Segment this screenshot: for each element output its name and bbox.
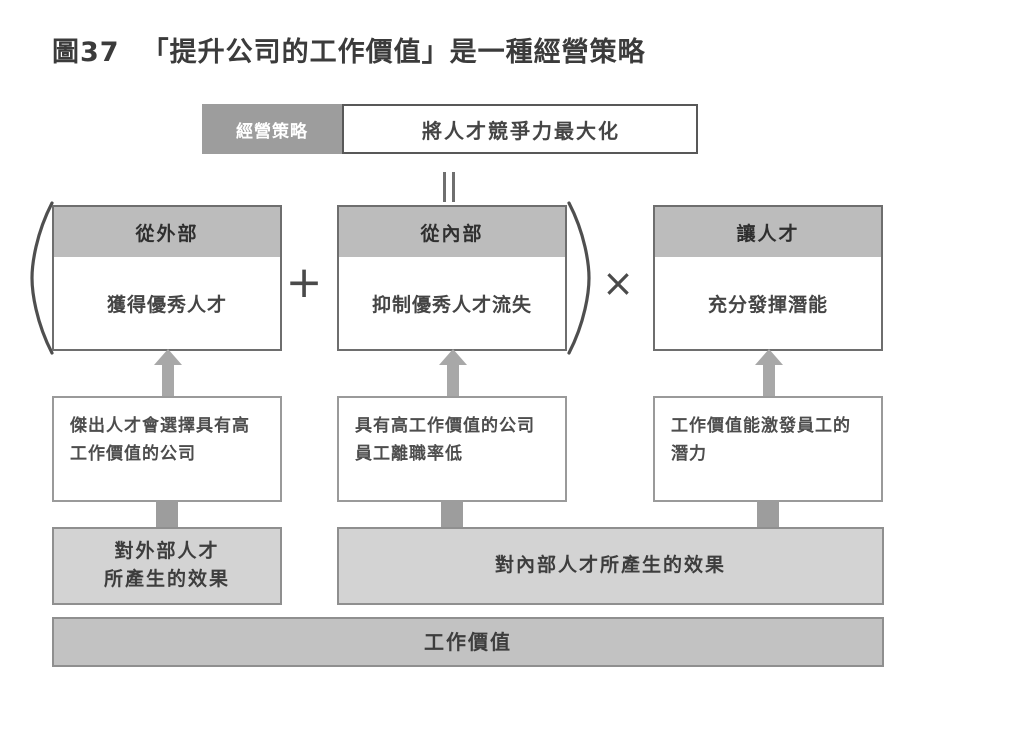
- page-title: 圖37 「提升公司的工作價值」是一種經營策略: [52, 30, 646, 69]
- equals-sign-stroke-left: [443, 172, 446, 202]
- pillar-header-potential: 讓人才: [655, 207, 881, 257]
- pillar-header-external: 從外部: [54, 207, 280, 257]
- figure-title-text: 「提升公司的工作價值」是一種經營策略: [141, 37, 646, 68]
- times-operator-icon: ×: [602, 261, 634, 305]
- reason-box-internal: 具有高工作價值的公司員工離職率低: [337, 396, 567, 502]
- effect-bar-external: 對外部人才 所產生的效果: [52, 527, 282, 605]
- effect-bar-internal-label: 對內部人才所產生的效果: [494, 554, 726, 577]
- arrow-up-icon-external: [154, 349, 182, 399]
- foundation-bar: 工作價值: [52, 617, 884, 667]
- pillar-body-external: 獲得優秀人才: [106, 293, 227, 316]
- reason-box-potential: 工作價值能激發員工的潛力: [653, 396, 883, 502]
- plus-operator-icon: +: [285, 257, 323, 308]
- paren-close-icon: [567, 201, 591, 355]
- effect-bar-external-label: 對外部人才 所產生的效果: [103, 540, 230, 590]
- pillar-body-internal: 抑制優秀人才流失: [371, 293, 532, 316]
- strategy-value: 將人才競爭力最大化: [422, 118, 620, 143]
- pillar-header-internal: 從內部: [339, 207, 565, 257]
- pillar-body-potential: 充分發揮潛能: [707, 293, 828, 316]
- reason-box-external: 傑出人才會選擇具有高工作價值的公司: [52, 396, 282, 502]
- connector-stub-external: [156, 500, 178, 529]
- paren-open-icon: [30, 201, 54, 355]
- strategy-label: 經營策略: [202, 104, 344, 154]
- arrow-up-icon-potential: [755, 349, 783, 399]
- connector-stub-internal: [441, 500, 463, 529]
- connector-stub-potential: [757, 500, 779, 529]
- figure-number: 圖37: [52, 37, 120, 68]
- effect-bar-internal: 對內部人才所產生的效果: [337, 527, 884, 605]
- arrow-up-icon-internal: [439, 349, 467, 399]
- equals-sign-stroke-right: [452, 172, 455, 202]
